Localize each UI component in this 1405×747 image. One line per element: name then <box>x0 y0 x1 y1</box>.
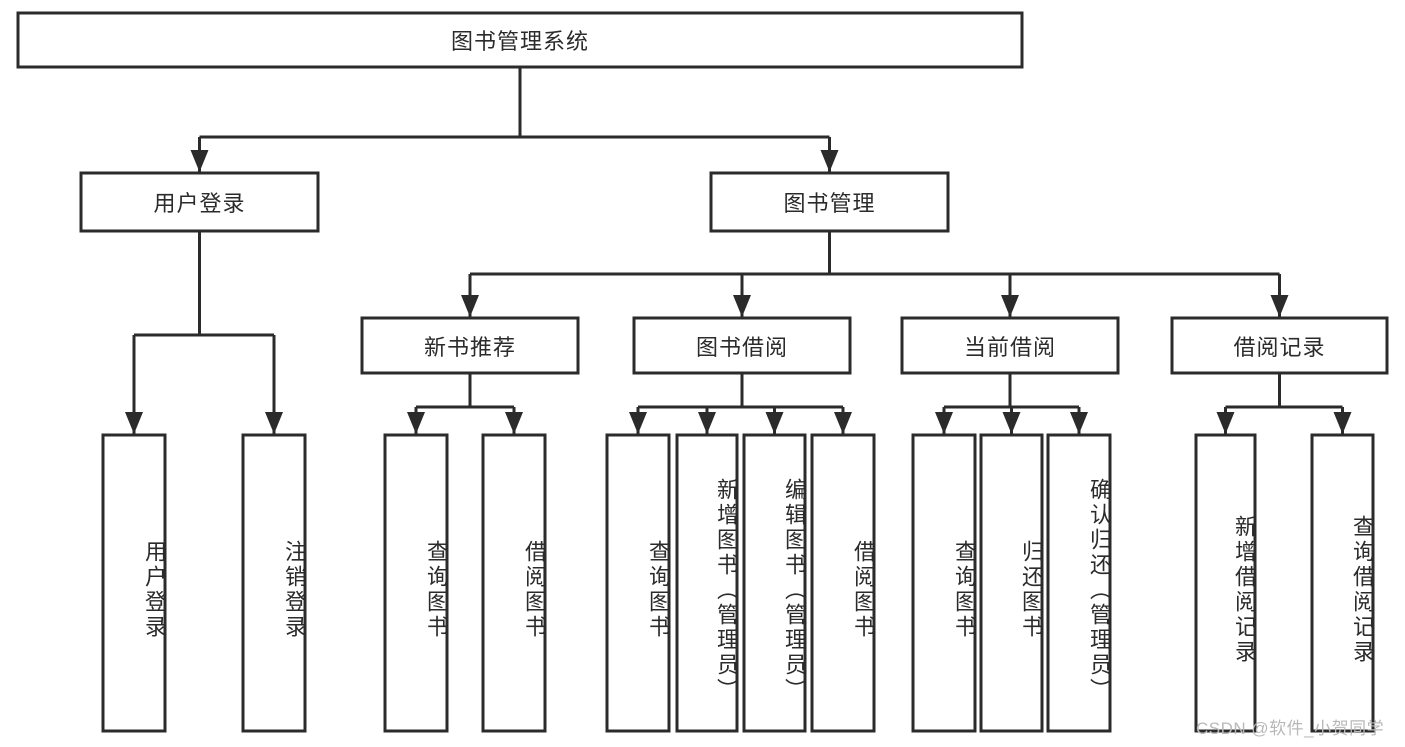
node-box-leaf-confirm-return[interactable] <box>1046 433 1112 733</box>
node-label-leaf-user-login: 用户登录 <box>142 540 167 640</box>
arrowhead-icon <box>834 412 852 434</box>
arrowhead-icon <box>1002 412 1021 434</box>
node-box-leaf-borrow-book-rec[interactable] <box>481 433 547 733</box>
node-label-leaf-query-record: 查询借阅记录 <box>1350 515 1375 665</box>
arrowhead-icon <box>765 412 784 434</box>
node-box-leaf-user-login[interactable] <box>101 433 167 733</box>
node-label-leaf-logout: 注销登录 <box>282 540 307 640</box>
node-label-root: 图书管理系统 <box>450 29 589 54</box>
node-box-new-book-recommend[interactable] <box>360 316 580 375</box>
node-box-root[interactable] <box>16 11 1024 69</box>
node-label-user-login: 用户登录 <box>153 191 246 216</box>
node-box-leaf-return-book[interactable] <box>979 433 1044 733</box>
node-box-borrow-record[interactable] <box>1170 316 1389 375</box>
node-label-current-borrow: 当前借阅 <box>963 334 1056 360</box>
node-label-leaf-borrow-book-rec: 借阅图书 <box>522 540 547 640</box>
arrowhead-icon <box>1333 412 1352 434</box>
node-label-leaf-confirm-return: 确认归还（管理员） <box>1087 477 1112 703</box>
node-label-leaf-add-book: 新增图书（管理员） <box>714 477 739 703</box>
arrowhead-icon <box>629 412 647 434</box>
node-box-leaf-edit-book[interactable] <box>742 433 807 733</box>
node-box-leaf-borrow-book[interactable] <box>810 433 876 733</box>
node-box-current-borrow[interactable] <box>900 316 1120 375</box>
node-label-borrow-record: 借阅记录 <box>1233 334 1326 360</box>
node-label-book-borrow: 图书借阅 <box>695 334 788 360</box>
arrowhead-icon <box>1001 295 1019 317</box>
arrowhead-icon <box>461 295 479 317</box>
node-label-new-book-recommend: 新书推荐 <box>423 334 516 360</box>
arrowhead-icon <box>190 150 209 172</box>
node-box-user-login[interactable] <box>79 171 320 233</box>
node-label-leaf-edit-book: 编辑图书（管理员） <box>782 477 807 703</box>
arrowhead-icon <box>698 412 716 434</box>
node-box-leaf-logout[interactable] <box>241 433 307 733</box>
node-box-leaf-query-book-borrow[interactable] <box>605 433 671 733</box>
node-label-book-manage: 图书管理 <box>783 191 876 216</box>
node-box-leaf-add-record[interactable] <box>1194 433 1257 733</box>
arrowhead-icon <box>820 150 839 172</box>
node-label-leaf-add-record: 新增借阅记录 <box>1232 515 1257 665</box>
arrowhead-icon <box>125 412 143 434</box>
node-label-leaf-return-book: 归还图书 <box>1019 540 1044 640</box>
csdn-watermark: CSDN @软件_小贺同学 <box>1196 719 1385 738</box>
node-box-leaf-query-book-cur[interactable] <box>911 433 977 733</box>
node-box-book-borrow[interactable] <box>632 316 852 375</box>
arrowhead-icon <box>935 412 953 434</box>
node-box-leaf-add-book[interactable] <box>675 433 739 733</box>
node-label-leaf-query-book-rec: 查询图书 <box>424 540 449 640</box>
node-label-leaf-query-book-cur: 查询图书 <box>952 540 977 640</box>
node-label-leaf-query-book-borrow: 查询图书 <box>646 540 671 640</box>
node-box-leaf-query-record[interactable] <box>1310 433 1375 733</box>
arrowhead-icon <box>1216 412 1235 434</box>
arrowhead-icon <box>1270 295 1289 317</box>
node-label-leaf-borrow-book: 借阅图书 <box>851 540 876 640</box>
arrowhead-icon <box>407 412 425 434</box>
arrowhead-icon <box>733 295 751 317</box>
arrowhead-icon <box>1070 412 1088 434</box>
arrowhead-icon <box>505 412 523 434</box>
node-box-book-manage[interactable] <box>709 171 950 233</box>
node-box-leaf-query-book-rec[interactable] <box>383 433 449 733</box>
arrowhead-icon <box>265 412 283 434</box>
